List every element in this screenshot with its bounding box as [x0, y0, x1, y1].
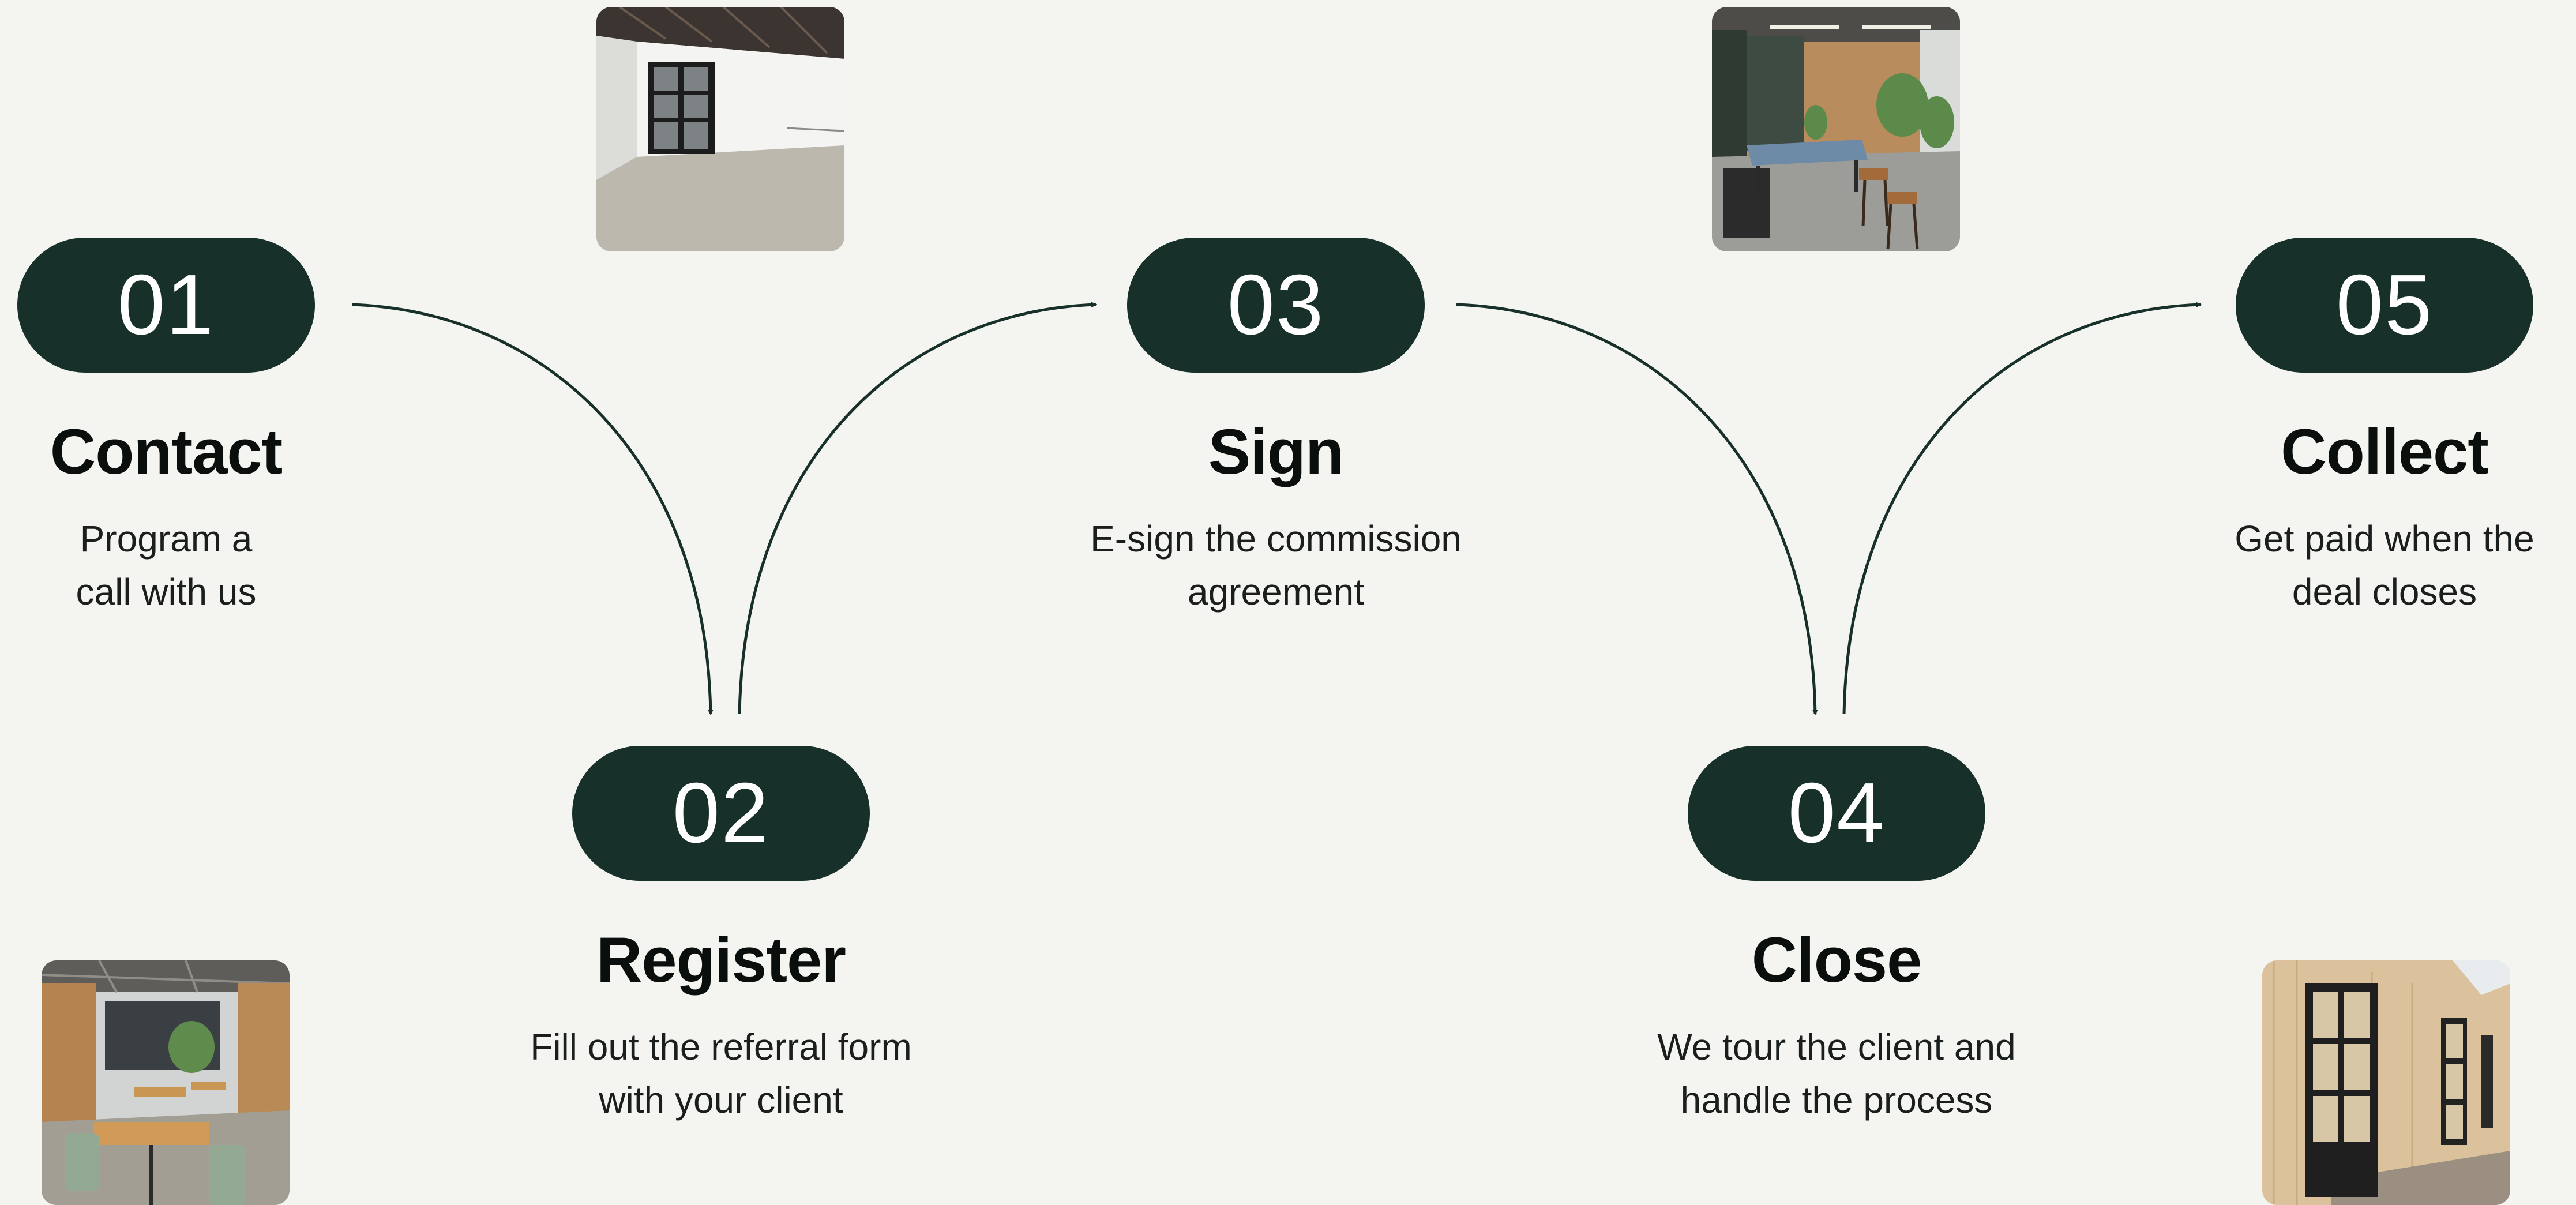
step-05-number-pill: 05: [2236, 238, 2533, 373]
step-03-number: 03: [1227, 257, 1325, 352]
step-02-desc-line: with your client: [599, 1079, 843, 1121]
photo-coworking-lounge: [1712, 7, 1960, 251]
arrow-01-to-02: [351, 303, 714, 715]
step-03-title: Sign: [1208, 416, 1344, 487]
arrow-04-to-05: [1842, 302, 2202, 715]
step-02-number-pill: 02: [572, 746, 870, 881]
step-05-number: 05: [2335, 257, 2434, 352]
photo-cafe-seating: [42, 960, 290, 1205]
step-02-title: Register: [596, 925, 846, 996]
step-05-desc-line: Get paid when the: [2235, 518, 2534, 560]
arrow-02-to-03: [738, 302, 1097, 715]
step-04-title: Close: [1751, 925, 1922, 996]
step-01-title: Contact: [50, 416, 283, 487]
step-04-number: 04: [1788, 765, 1886, 861]
step-01-number-pill: 01: [17, 238, 315, 373]
step-05-desc-line: deal closes: [2292, 571, 2477, 613]
step-05-description: Get paid when the deal closes: [2125, 512, 2576, 618]
step-03-number-pill: 03: [1127, 238, 1425, 373]
step-03-desc-line: E-sign the commission: [1090, 518, 1462, 560]
step-02-desc-line: Fill out the referral form: [530, 1026, 912, 1068]
step-01-desc-line: call with us: [76, 571, 257, 613]
step-04-description: We tour the client and handle the proces…: [1577, 1020, 2096, 1127]
step-02-description: Fill out the referral form with your cli…: [461, 1020, 981, 1127]
step-05-title: Collect: [2281, 416, 2489, 487]
photo-empty-warehouse: [596, 7, 844, 251]
step-04-number-pill: 04: [1688, 746, 1985, 881]
step-03-description: E-sign the commission agreement: [1016, 512, 1535, 618]
step-03-desc-line: agreement: [1188, 571, 1364, 613]
step-01-description: Program a call with us: [0, 512, 426, 618]
step-01-number: 01: [117, 257, 215, 352]
arrow-03-to-04: [1456, 303, 1818, 715]
step-04-desc-line: We tour the client and: [1657, 1026, 2016, 1068]
step-01-desc-line: Program a: [80, 518, 253, 560]
photo-hallway: [2262, 960, 2510, 1205]
step-02-number: 02: [672, 765, 770, 861]
step-04-desc-line: handle the process: [1680, 1079, 1993, 1121]
